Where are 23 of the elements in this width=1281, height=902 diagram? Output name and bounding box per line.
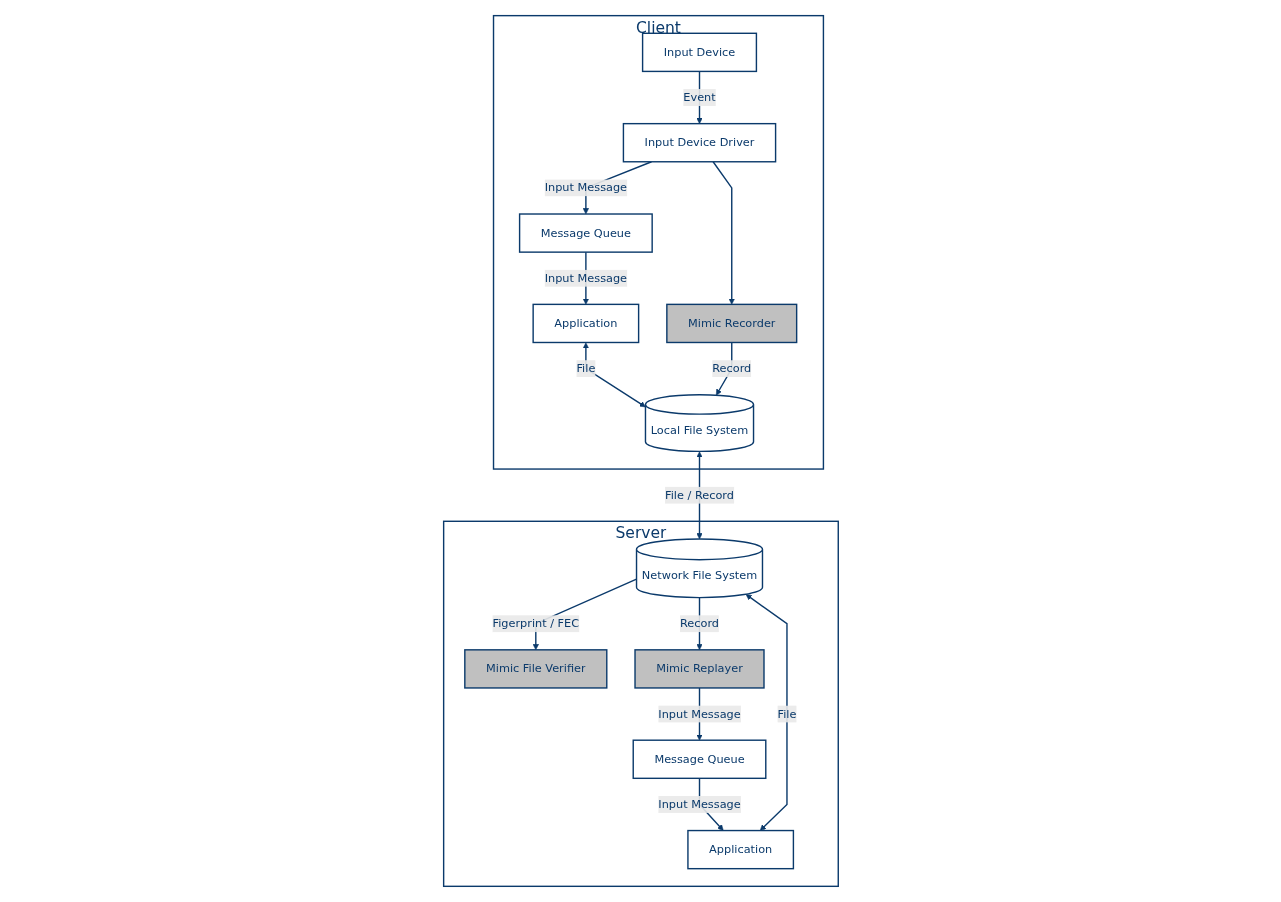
edge-label: Record xyxy=(679,616,719,631)
node-box: Message Queue xyxy=(518,213,653,253)
arrow xyxy=(711,161,735,305)
edge-label: Figerprint / FEC xyxy=(492,616,579,631)
edge-label: File / Record xyxy=(664,488,734,502)
arrow xyxy=(582,342,646,408)
node-box: Mimic File Verifier xyxy=(463,649,608,689)
node-box: Input Device xyxy=(641,32,757,73)
node-box: Application xyxy=(686,829,794,870)
node-box: Message Queue xyxy=(632,739,767,780)
node-box: Mimic Replayer xyxy=(633,649,765,689)
edge-label: Input Message xyxy=(657,707,741,721)
node-box: Input Device Driver xyxy=(622,122,776,163)
node-box: Mimic Recorder xyxy=(665,303,797,344)
edge-label: Input Message xyxy=(544,180,627,195)
arrow xyxy=(745,594,788,831)
edge-label: Input Message xyxy=(657,797,741,811)
edge-label: File xyxy=(777,707,796,721)
node-box: Application xyxy=(532,303,639,344)
edge-label: File xyxy=(575,361,595,375)
edge-label: Record xyxy=(711,361,751,375)
edge-label: Event xyxy=(682,90,716,104)
edge-label: Input Message xyxy=(544,271,627,285)
